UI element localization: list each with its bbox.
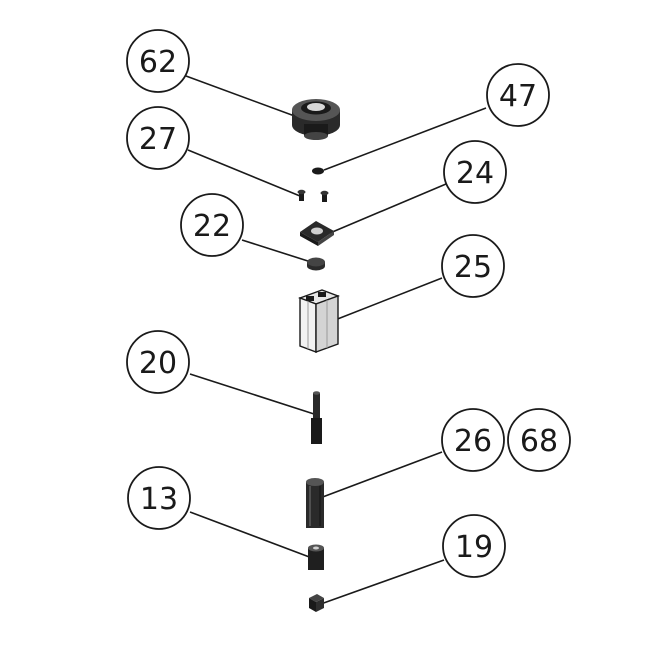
leader-47 [323, 107, 487, 171]
callout-68-label: 68 [520, 424, 558, 459]
leader-25 [334, 277, 443, 321]
part-24-square-plate [300, 221, 334, 246]
callout-62: 62 [126, 29, 190, 93]
part-13-bushing [308, 544, 324, 570]
part-20-shaft [311, 391, 322, 444]
callout-20: 20 [126, 330, 190, 394]
callout-24: 24 [443, 140, 507, 204]
callout-19: 19 [442, 514, 506, 578]
callout-25-label: 25 [454, 250, 492, 285]
leader-62 [185, 75, 301, 119]
callout-22-label: 22 [193, 209, 231, 244]
leader-27 [187, 149, 301, 197]
callout-13-label: 13 [140, 482, 178, 517]
callout-27: 27 [126, 106, 190, 170]
callout-26: 26 [441, 408, 505, 472]
callout-24-label: 24 [456, 156, 494, 191]
part-27-screws [297, 189, 329, 202]
callout-22: 22 [180, 193, 244, 257]
part-25-square-profile [297, 289, 341, 354]
leader-20 [189, 373, 315, 415]
leader-19 [317, 559, 445, 606]
leader-22 [241, 239, 312, 263]
leader-lines [185, 75, 487, 606]
callout-19-label: 19 [455, 530, 493, 565]
leader-26 [319, 451, 443, 499]
callout-47: 47 [486, 63, 550, 127]
leader-13 [189, 511, 313, 559]
callout-68: 68 [507, 408, 571, 472]
callout-27-label: 27 [139, 122, 177, 157]
callout-47-label: 47 [499, 79, 537, 114]
callouts: 62 47 27 24 22 25 20 26 [126, 29, 571, 578]
callout-62-label: 62 [139, 45, 177, 80]
part-19-block [309, 594, 324, 612]
part-47-disc [312, 167, 324, 175]
part-62-flange-bearing [292, 99, 340, 140]
callout-20-label: 20 [139, 346, 177, 381]
part-26-tube [306, 478, 324, 528]
callout-13: 13 [127, 466, 191, 530]
callout-25: 25 [441, 234, 505, 298]
leader-24 [329, 183, 447, 234]
callout-26-label: 26 [454, 424, 492, 459]
part-22-washer [307, 257, 325, 271]
